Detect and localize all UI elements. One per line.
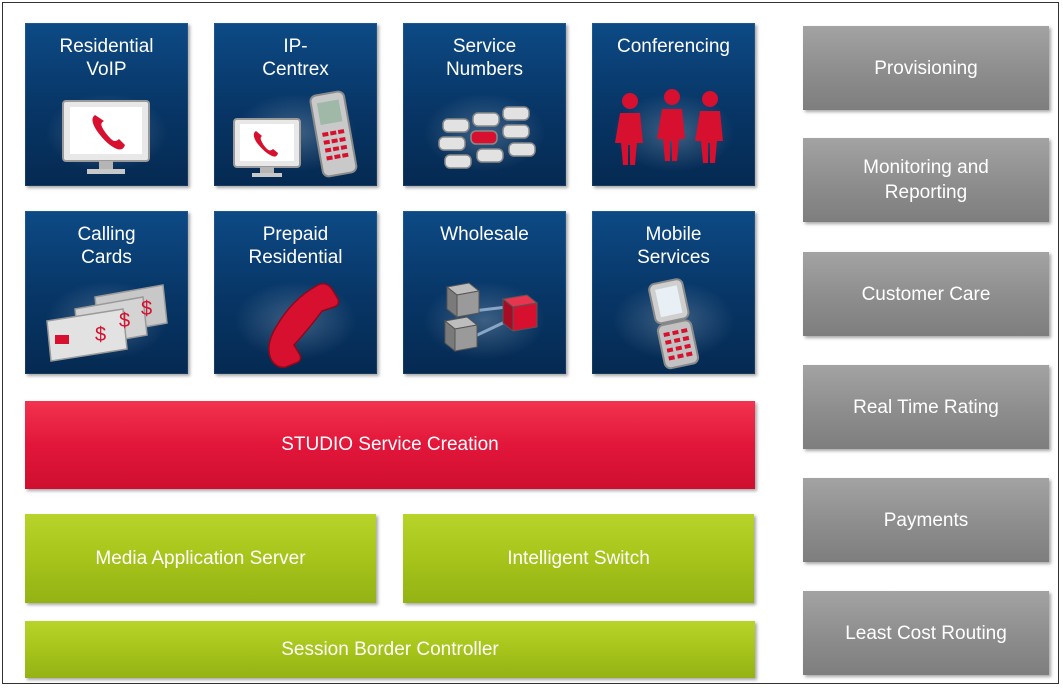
tile-label: Service Numbers bbox=[445, 36, 524, 80]
media-application-server-bar[interactable]: Media Application Server bbox=[25, 514, 376, 603]
connected-cubes-icon bbox=[443, 282, 539, 353]
keypad-buttons-icon bbox=[438, 106, 536, 169]
tile-label: Prepaid Residential bbox=[248, 224, 343, 268]
provisioning-box[interactable]: Provisioning bbox=[803, 26, 1049, 110]
studio-service-creation-bar[interactable]: STUDIO Service Creation bbox=[25, 401, 755, 489]
tile-calling-cards[interactable]: Calling Cards $ $ $ bbox=[25, 211, 188, 374]
svg-text:$: $ bbox=[141, 298, 152, 320]
monitor-handset-icon bbox=[233, 90, 358, 178]
tile-label: Mobile Services bbox=[637, 224, 710, 268]
real-time-rating-box[interactable]: Real Time Rating bbox=[803, 365, 1049, 449]
svg-text:$: $ bbox=[95, 324, 106, 346]
svg-text:$: $ bbox=[119, 310, 130, 332]
least-cost-routing-box[interactable]: Least Cost Routing bbox=[803, 591, 1049, 675]
tile-residential-voip[interactable]: Residential VoIP bbox=[25, 23, 188, 186]
tile-label: Conferencing bbox=[616, 36, 731, 57]
red-phone-handset-icon bbox=[268, 282, 340, 369]
people-group-icon bbox=[615, 89, 723, 165]
intelligent-switch-bar[interactable]: Intelligent Switch bbox=[403, 514, 754, 603]
tile-ip-centrex[interactable]: IP- Centrex bbox=[214, 23, 377, 186]
tile-mobile-services[interactable]: Mobile Services bbox=[592, 211, 755, 374]
calling-cards-icon: $ $ $ bbox=[46, 284, 168, 362]
tile-service-numbers[interactable]: Service Numbers bbox=[403, 23, 566, 186]
tile-label: Calling Cards bbox=[77, 224, 136, 268]
session-border-controller-bar[interactable]: Session Border Controller bbox=[25, 621, 755, 678]
payments-box[interactable]: Payments bbox=[803, 478, 1049, 562]
tile-conferencing[interactable]: Conferencing bbox=[592, 23, 755, 186]
flip-phone-icon bbox=[648, 278, 700, 370]
tile-prepaid-residential[interactable]: Prepaid Residential bbox=[214, 211, 377, 374]
tile-label: IP- Centrex bbox=[262, 36, 329, 80]
customer-care-box[interactable]: Customer Care bbox=[803, 252, 1049, 336]
monitor-phone-icon bbox=[62, 100, 150, 174]
tile-label: Residential VoIP bbox=[59, 36, 154, 80]
tile-label: Wholesale bbox=[440, 224, 529, 245]
monitoring-reporting-box[interactable]: Monitoring and Reporting bbox=[803, 138, 1049, 222]
tile-wholesale[interactable]: Wholesale bbox=[403, 211, 566, 374]
